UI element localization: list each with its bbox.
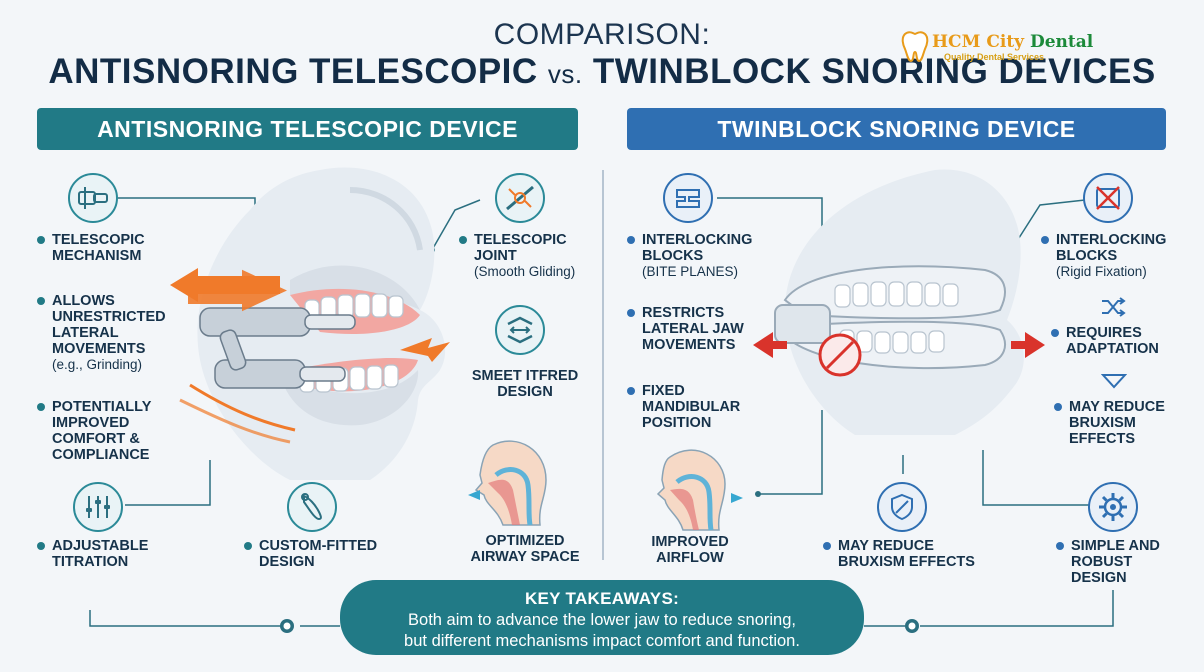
logo-name: HCM City Dental [932, 32, 1094, 52]
interlocking-blocks-icon [663, 173, 713, 223]
feature-simple-robust-design: SIMPLE AND ROBUST DESIGN [1056, 538, 1186, 586]
custom-fitted-design-icon [287, 482, 337, 532]
feature-improved-airflow: IMPROVED AIRFLOW [651, 534, 729, 566]
feature-telescopic-joint: TELESCOPIC JOINT(Smooth Gliding) [459, 232, 592, 280]
twinblock-banner: TWINBLOCK SNORING DEVICE [627, 108, 1166, 150]
takeaways-heading: KEY TAKEAWAYS: [524, 589, 680, 608]
feature-bruxism-effects-center: MAY REDUCE BRUXISM EFFECTS [823, 538, 978, 570]
section-divider [602, 170, 604, 560]
feature-rigid-fixation: INTERLOCKING BLOCKS(Rigid Fixation) [1041, 232, 1171, 280]
feature-bruxism-effects-right: MAY REDUCE BRUXISM EFFECTS [1054, 399, 1174, 447]
title-line-1: COMPARISON: [493, 18, 711, 51]
shuffle-icon [1102, 297, 1126, 317]
takeaways-line-1: Both aim to advance the lower jaw to red… [408, 611, 796, 629]
rigid-fixation-icon [1083, 173, 1133, 223]
title-right: TWINBLOCK SNORING DEVICES [592, 52, 1156, 91]
feature-improved-comfort: POTENTIALLY IMPROVED COMFORT & COMPLIANC… [37, 399, 172, 463]
title-vs: vs. [547, 59, 583, 89]
telescopic-mechanism-icon [68, 173, 118, 223]
tooth-logo-icon [901, 31, 929, 63]
key-takeaways-box: KEY TAKEAWAYS: Both aim to advance the l… [340, 580, 864, 655]
airway-head-icon [468, 440, 547, 526]
airflow-head-icon [656, 449, 743, 531]
telescopic-banner: ANTISNORING TELESCOPIC DEVICE [37, 108, 578, 150]
adjustable-titration-icon [73, 482, 123, 532]
streamlined-design-icon [495, 305, 545, 355]
feature-telescopic-mechanism: TELESCOPIC MECHANISM [37, 232, 192, 264]
title-line-2: ANTISNORING TELESCOPIC vs. TWINBLOCK SNO… [0, 52, 1204, 92]
down-triangle-icon [1101, 374, 1127, 389]
gear-icon [1088, 482, 1138, 532]
twinblock-device-illustration [753, 169, 1045, 435]
logo-tagline: Quality Dental Services [944, 52, 1045, 62]
feature-streamlined-design: SMEET ITFRED DESIGN [471, 368, 579, 400]
feature-interlocking-blocks: INTERLOCKING BLOCKS(BITE PLANES) [627, 232, 762, 280]
bruxism-shield-icon [877, 482, 927, 532]
telescopic-device-illustration [170, 167, 450, 480]
feature-requires-adaptation: REQUIRES ADAPTATION [1051, 325, 1166, 357]
telescopic-joint-icon [495, 173, 545, 223]
feature-adjustable-titration: ADJUSTABLE TITRATION [37, 538, 162, 570]
feature-unrestricted-lateral: ALLOWS UNRESTRICTED LATERAL MOVEMENTS(e.… [37, 293, 192, 373]
takeaways-line-2: but different mechanisms impact comfort … [404, 632, 800, 650]
feature-fixed-mandibular: FIXED MANDIBULAR POSITION [627, 383, 757, 431]
brand-logo: HCM City Dental Quality Dental Services [900, 30, 1094, 70]
feature-restricts-lateral: RESTRICTS LATERAL JAW MOVEMENTS [627, 305, 757, 353]
feature-optimized-airway: OPTIMIZED AIRWAY SPACE [470, 533, 580, 565]
feature-custom-fitted-design: CUSTOM-FITTED DESIGN [244, 538, 389, 570]
title-left: ANTISNORING TELESCOPIC [48, 52, 538, 91]
